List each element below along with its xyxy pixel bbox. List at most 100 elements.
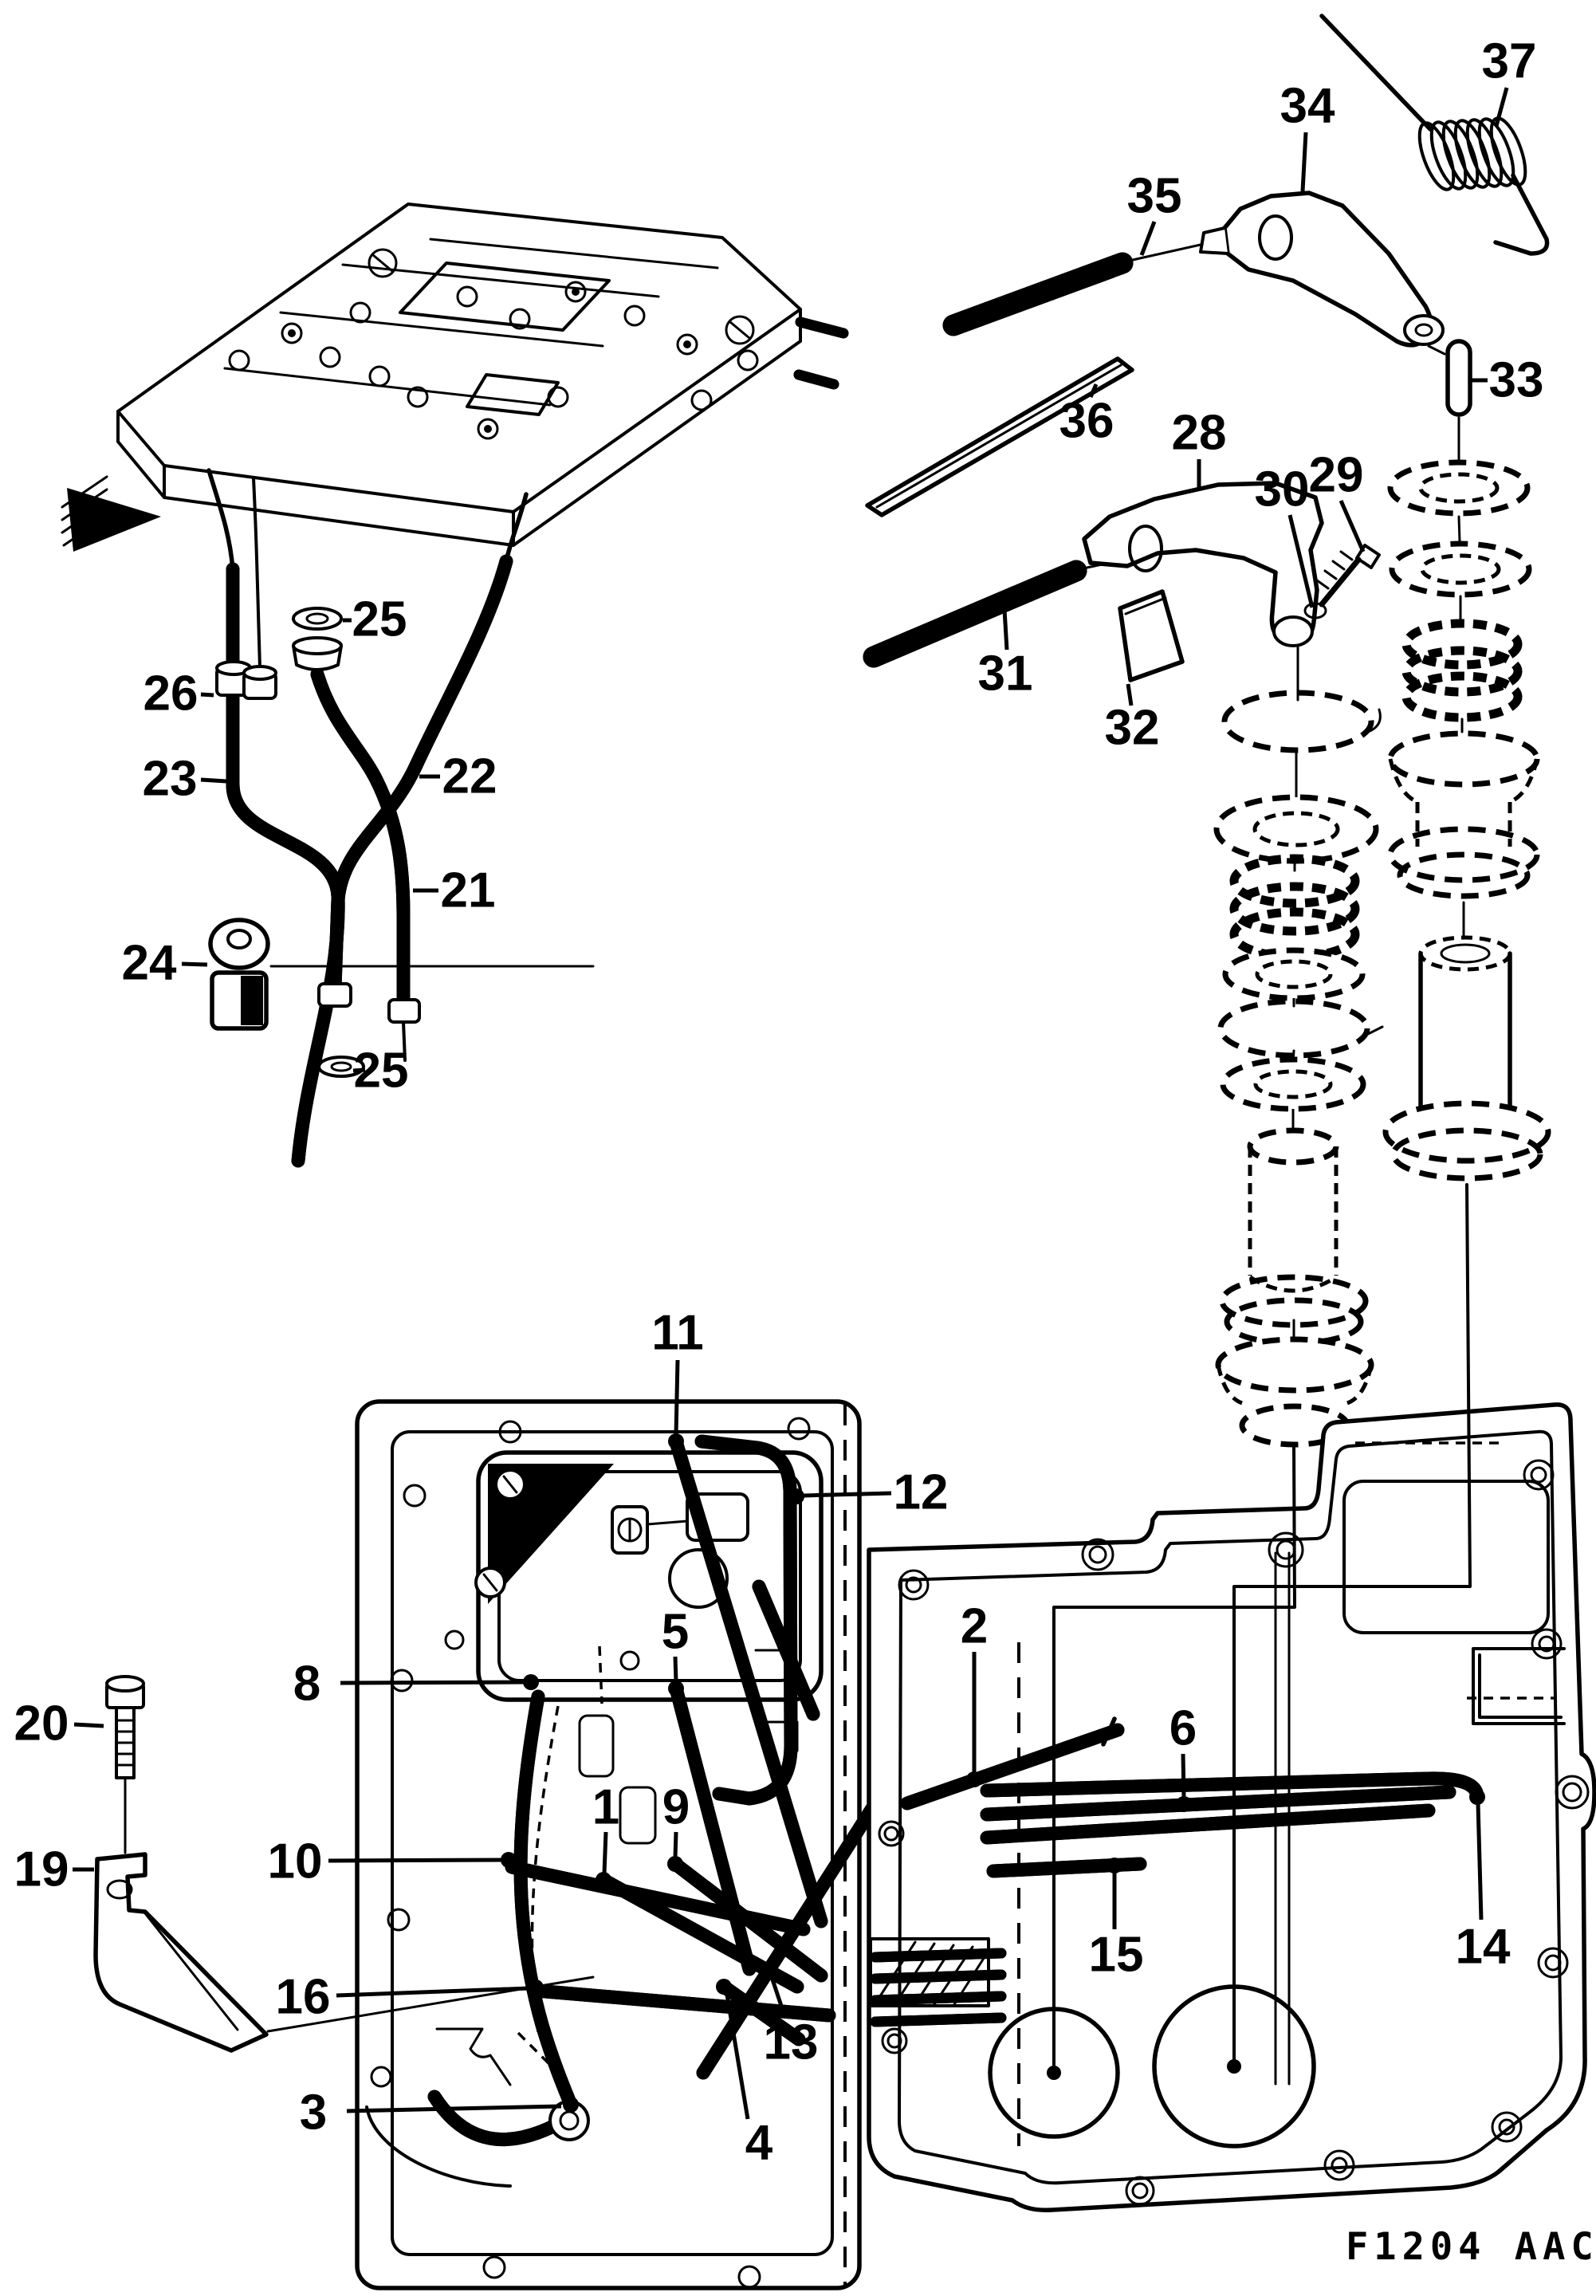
callout-24: 24 (122, 936, 208, 991)
callout-34: 34 (1280, 79, 1335, 192)
callout-5-label: 5 (662, 1605, 689, 1660)
callout-16-leader (336, 1986, 530, 1998)
callout-37-leader (1494, 87, 1509, 127)
callout-12: 12 (788, 1465, 948, 1520)
accumulator-stack-left (1213, 646, 1384, 1448)
callout-22-label: 22 (442, 749, 497, 804)
callout-11-label: 11 (651, 1306, 704, 1361)
callout-25-22: 25 (352, 1044, 408, 1099)
callout-22: 22 (419, 749, 497, 804)
washer (1222, 947, 1366, 1001)
callout-25-21: 25 (343, 592, 407, 647)
callout-36: 36 (1059, 383, 1114, 449)
shaft-35 (953, 263, 1122, 325)
callout-10-dot (501, 1852, 517, 1868)
callout-4-dot (716, 1979, 732, 1995)
spring-37-coil (1417, 116, 1527, 191)
callout-9-leader (673, 1831, 678, 1858)
callout-30-leader (1287, 514, 1315, 608)
callout-26-leader (200, 692, 214, 698)
callout-20-leader (73, 1722, 104, 1728)
callout-23-label: 23 (143, 752, 198, 807)
callout-14-label: 14 (1456, 1920, 1511, 1975)
callout-35: 35 (1127, 169, 1181, 256)
callout-32-label: 32 (1105, 701, 1160, 756)
callout-2-dot (966, 1771, 982, 1787)
callout-12-label: 12 (894, 1465, 949, 1520)
wave-ring (1217, 998, 1370, 1059)
callout-30-label: 30 (1255, 462, 1310, 517)
callout-31: 31 (978, 596, 1033, 702)
callout-28: 28 (1172, 406, 1226, 489)
callout-1-label: 1 (592, 1780, 619, 1835)
callout-37-label: 37 (1482, 34, 1537, 89)
callout-24-leader (181, 961, 208, 967)
callout-11-leader (674, 1359, 680, 1436)
callout-9-label: 9 (662, 1780, 690, 1835)
callout-6-label: 6 (1169, 1701, 1197, 1756)
callout-29-leader (1339, 499, 1366, 553)
callout-16-label: 16 (276, 1970, 331, 2025)
callout-4: 4 (716, 1979, 773, 2171)
callout-1: 1 (592, 1780, 619, 1888)
kickdown-lever-group (865, 14, 1550, 517)
callout-5-dot (668, 1681, 684, 1696)
callout-19: 19 (14, 1842, 94, 1897)
callout-3: 3 (300, 2086, 579, 2141)
callout-10-leader (328, 1858, 503, 1863)
callout-6-dot (1176, 1796, 1192, 1812)
callout-25-leader (352, 1067, 366, 1073)
callout-31-label: 31 (978, 647, 1033, 702)
shaft-31 (874, 571, 1076, 657)
accumulator-stack-right (1382, 416, 1551, 1181)
callout-26: 26 (143, 666, 214, 721)
cup-washer (1213, 794, 1379, 864)
pan2-pipes (869, 1716, 1484, 2027)
clamp-24 (208, 918, 595, 1031)
bolt-20 (105, 1675, 145, 1854)
o-ring-25-bottom (317, 1056, 365, 1078)
callout-32: 32 (1105, 683, 1160, 756)
spring-37-wire (1319, 14, 1550, 256)
pan1-pipe-bundle (427, 1434, 908, 2140)
spring-left (1229, 854, 1360, 961)
callout-19-label: 19 (14, 1842, 69, 1897)
callout-12-dot (788, 1488, 804, 1504)
callout-11: 11 (651, 1306, 704, 1449)
callout-36-label: 36 (1059, 394, 1114, 449)
callout-10-label: 10 (268, 1834, 323, 1889)
callout-23: 23 (143, 752, 227, 807)
spool-right (1387, 730, 1540, 899)
bolt-bosses (228, 248, 759, 440)
callout-36-leader (1088, 383, 1099, 399)
callout-13-leader (765, 1962, 787, 2016)
plate-32 (1118, 589, 1185, 682)
callout-12-leader (803, 1491, 892, 1498)
spool-left (1215, 1336, 1374, 1448)
callout-10: 10 (268, 1834, 517, 1889)
callout-33-label: 33 (1489, 353, 1544, 408)
callout-21: 21 (413, 863, 495, 918)
callout-16-dot (528, 1980, 544, 1995)
callout-6-leader (1181, 1753, 1186, 1799)
piston-right (1382, 935, 1551, 1181)
callout-14-leader (1476, 1803, 1484, 1921)
callout-24-label: 24 (122, 936, 177, 991)
callout-31-leader (1001, 596, 1009, 651)
callout-5-leader (673, 1656, 678, 1683)
callout-11-dot (668, 1433, 684, 1449)
callout-35-leader (1139, 221, 1157, 256)
valve-body-assembly-drawing (61, 202, 849, 572)
callout-8-dot (523, 1674, 539, 1690)
callout-8: 8 (293, 1657, 539, 1712)
callout-15-dot (1107, 1858, 1122, 1873)
callout-9: 9 (662, 1780, 690, 1872)
callout-1-leader (602, 1831, 608, 1874)
callout-25-label: 25 (352, 592, 407, 647)
callout-3-dot (563, 2097, 579, 2113)
callout-20-label: 20 (14, 1696, 69, 1751)
callout-8-label: 8 (293, 1657, 320, 1712)
filter-plate (474, 1450, 824, 1702)
